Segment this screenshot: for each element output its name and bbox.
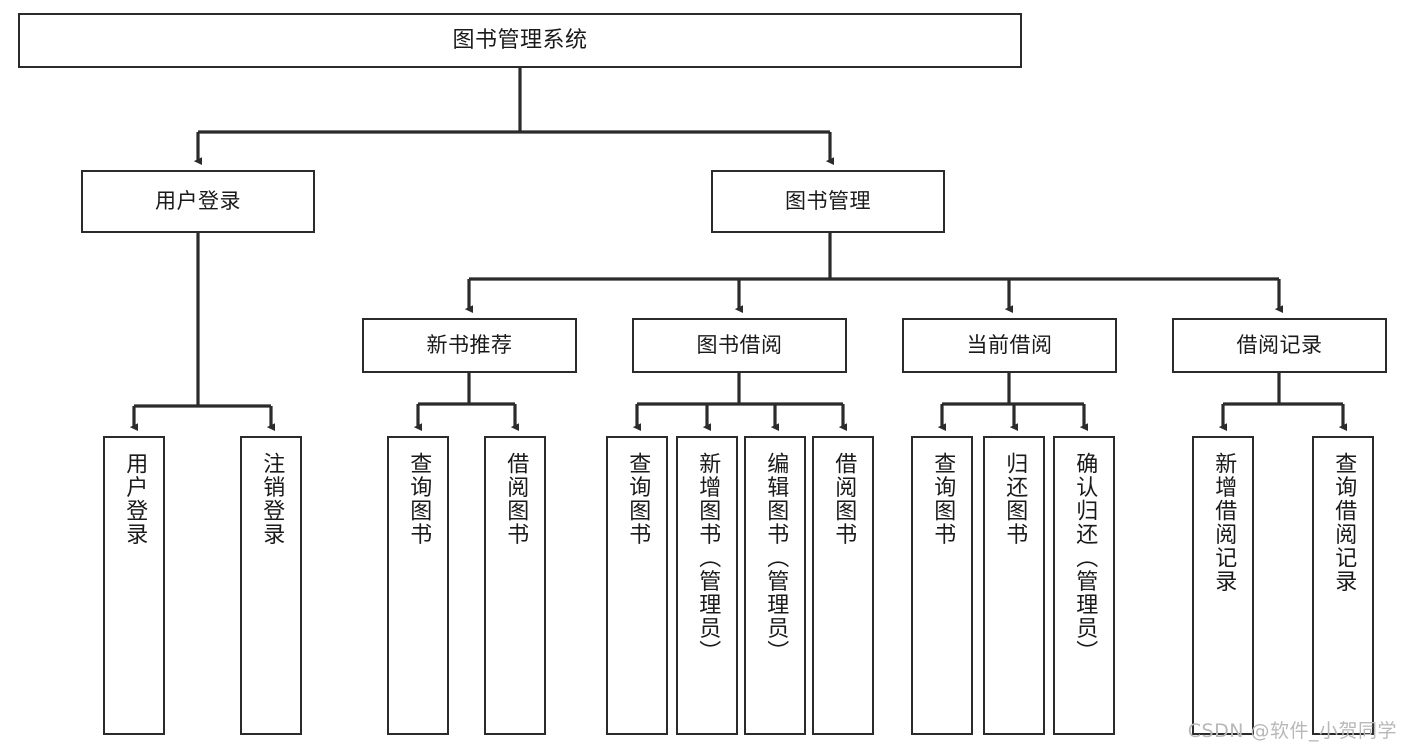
- node-leaf-query-book-2-label: 查询图书: [625, 452, 651, 546]
- node-leaf-query-book-3-label: 查询图书: [930, 452, 956, 546]
- node-book-borrow[interactable]: 图书借阅: [632, 318, 847, 373]
- node-leaf-confirm-return-admin[interactable]: 确认归还（管理员）: [1053, 436, 1115, 735]
- node-leaf-edit-book-admin-label: 编辑图书（管理员）: [763, 452, 789, 664]
- csdn-watermark: CSDN @软件_小贺同学: [1187, 720, 1397, 742]
- node-book-borrow-label: 图书借阅: [696, 333, 783, 358]
- node-new-book-recommend-label: 新书推荐: [426, 333, 513, 358]
- node-leaf-add-book-admin[interactable]: 新增图书（管理员）: [676, 436, 738, 735]
- node-root[interactable]: 图书管理系统: [18, 13, 1022, 68]
- node-leaf-borrow-book-1[interactable]: 借阅图书: [484, 436, 546, 735]
- node-leaf-confirm-return-admin-label: 确认归还（管理员）: [1072, 452, 1098, 664]
- edge-borrow-record-to-leaves: [1218, 373, 1348, 432]
- node-book-manage-label: 图书管理: [785, 189, 871, 214]
- node-new-book-recommend[interactable]: 新书推荐: [362, 318, 577, 373]
- node-leaf-query-book-1-label: 查询图书: [406, 452, 432, 546]
- edge-current-borrow-to-leaves: [937, 373, 1089, 432]
- node-leaf-logout-login-label: 注销登录: [259, 452, 285, 546]
- node-leaf-add-borrow-record[interactable]: 新增借阅记录: [1192, 436, 1254, 735]
- node-leaf-borrow-book-2[interactable]: 借阅图书: [812, 436, 874, 735]
- node-root-label: 图书管理系统: [452, 27, 588, 53]
- node-leaf-query-borrow-record[interactable]: 查询借阅记录: [1312, 436, 1374, 735]
- node-leaf-borrow-book-2-label: 借阅图书: [831, 452, 857, 546]
- node-leaf-return-book[interactable]: 归还图书: [983, 436, 1045, 735]
- node-leaf-user-login-label: 用户登录: [122, 452, 148, 546]
- node-leaf-user-login[interactable]: 用户登录: [103, 436, 165, 735]
- edge-book-manage-to-level3: [464, 233, 1284, 314]
- node-leaf-edit-book-admin[interactable]: 编辑图书（管理员）: [744, 436, 806, 735]
- node-current-borrow-label: 当前借阅: [966, 333, 1053, 358]
- edge-book-borrow-to-leaves: [632, 373, 848, 432]
- node-current-borrow[interactable]: 当前借阅: [902, 318, 1117, 373]
- node-leaf-query-book-2[interactable]: 查询图书: [606, 436, 668, 735]
- edge-root-to-level2: [193, 68, 835, 166]
- node-leaf-logout-login[interactable]: 注销登录: [240, 436, 302, 735]
- node-borrow-record-label: 借阅记录: [1236, 333, 1323, 358]
- node-book-manage[interactable]: 图书管理: [711, 170, 945, 233]
- node-leaf-query-book-1[interactable]: 查询图书: [387, 436, 449, 735]
- node-leaf-add-borrow-record-label: 新增借阅记录: [1211, 452, 1237, 593]
- node-leaf-query-book-3[interactable]: 查询图书: [911, 436, 973, 735]
- node-borrow-record[interactable]: 借阅记录: [1172, 318, 1387, 373]
- node-leaf-return-book-label: 归还图书: [1002, 452, 1028, 546]
- node-leaf-borrow-book-1-label: 借阅图书: [503, 452, 529, 546]
- node-user-login[interactable]: 用户登录: [81, 170, 315, 233]
- node-leaf-add-book-admin-label: 新增图书（管理员）: [695, 452, 721, 664]
- edge-new-book-recommend-to-leaves: [413, 373, 520, 432]
- edge-user-login-to-leaves: [129, 233, 276, 432]
- node-leaf-query-borrow-record-label: 查询借阅记录: [1331, 452, 1357, 593]
- node-user-login-label: 用户登录: [155, 189, 241, 214]
